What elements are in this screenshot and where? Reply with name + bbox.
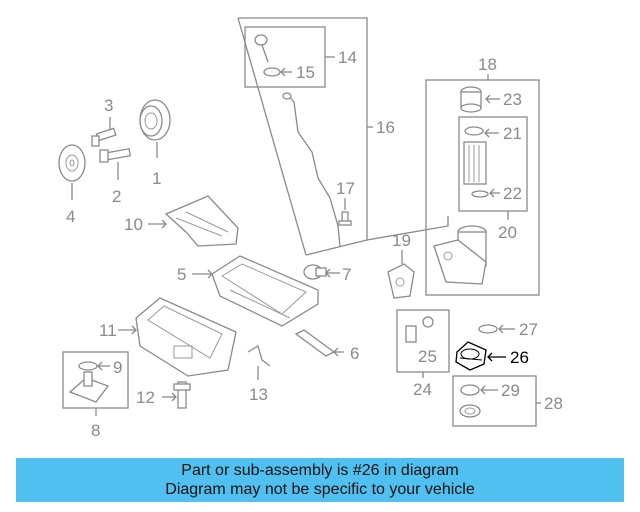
oring-27-part xyxy=(478,324,498,334)
cap-28-part xyxy=(459,404,481,418)
oil-pickup-part xyxy=(68,371,110,403)
bolt-12-part xyxy=(173,381,191,409)
callout-1: 1 xyxy=(152,169,161,188)
oil-pan-lower-part xyxy=(135,297,237,377)
dipstick-tube-part xyxy=(286,93,341,247)
callout-24: 24 xyxy=(413,380,432,399)
sensor-part xyxy=(405,316,434,343)
dipstick-part xyxy=(254,34,269,63)
group-box-filter-housing xyxy=(425,79,540,296)
callout-11: 11 xyxy=(99,321,117,340)
callout-21: 21 xyxy=(503,124,522,143)
banner-line-disclaimer: Diagram may not be specific to your vehi… xyxy=(165,481,475,498)
callout-4: 4 xyxy=(66,207,75,226)
callout-17: 17 xyxy=(336,179,355,198)
bolt-3-part xyxy=(91,127,117,147)
gasket-strip-part xyxy=(294,329,336,357)
drain-plug-part xyxy=(303,264,327,280)
bolt-17-part xyxy=(338,211,352,226)
callout-2: 2 xyxy=(112,187,121,206)
housing-gasket-part xyxy=(387,263,415,299)
oring-15-part xyxy=(263,67,281,77)
oil-pan-upper-part xyxy=(211,255,319,327)
baffle-part xyxy=(164,195,239,247)
callout-20: 20 xyxy=(498,223,517,242)
callout-3: 3 xyxy=(104,96,113,115)
callout-28: 28 xyxy=(544,394,563,413)
oring-21-part xyxy=(464,126,484,136)
callout-25: 25 xyxy=(418,347,437,366)
parts-diagram: 1 2 3 4 5 6 7 8 9 10 11 12 13 14 15 16 1… xyxy=(58,17,563,440)
callout-5: 5 xyxy=(177,265,186,284)
callout-13: 13 xyxy=(249,385,268,404)
filter-element-part xyxy=(463,141,487,185)
callout-7: 7 xyxy=(342,265,351,284)
callout-14: 14 xyxy=(338,48,357,67)
info-banner: Part or sub-assembly is #26 in diagram D… xyxy=(16,458,624,502)
filter-cap-part xyxy=(460,86,482,113)
callout-29: 29 xyxy=(501,381,520,400)
callout-22: 22 xyxy=(503,184,522,203)
callout-23: 23 xyxy=(503,90,522,109)
damper-part xyxy=(58,144,86,182)
oil-cooler-part[interactable] xyxy=(455,341,487,371)
banner-line-part-number: Part or sub-assembly is #26 in diagram xyxy=(181,462,459,479)
bracket-part xyxy=(247,345,271,367)
callout-6: 6 xyxy=(350,344,359,363)
callout-9: 9 xyxy=(113,358,122,377)
callout-18: 18 xyxy=(478,55,497,74)
group-box-filter-element xyxy=(458,116,528,212)
bolt-2-part xyxy=(99,148,132,163)
filter-housing-part xyxy=(433,225,487,285)
callout-19: 19 xyxy=(392,231,411,250)
group-box-cap xyxy=(452,375,537,427)
callout-12: 12 xyxy=(136,388,155,407)
pulley-part xyxy=(139,99,171,141)
gasket-29-part xyxy=(460,384,480,396)
callout-10: 10 xyxy=(124,215,143,234)
callout-27: 27 xyxy=(519,320,538,339)
oring-9-part xyxy=(78,361,98,371)
callout-15: 15 xyxy=(296,63,315,82)
callout-8: 8 xyxy=(91,421,100,440)
callout-16: 16 xyxy=(376,118,395,137)
oring-22-part xyxy=(471,190,489,198)
callout-26-highlighted: 26 xyxy=(510,348,529,367)
